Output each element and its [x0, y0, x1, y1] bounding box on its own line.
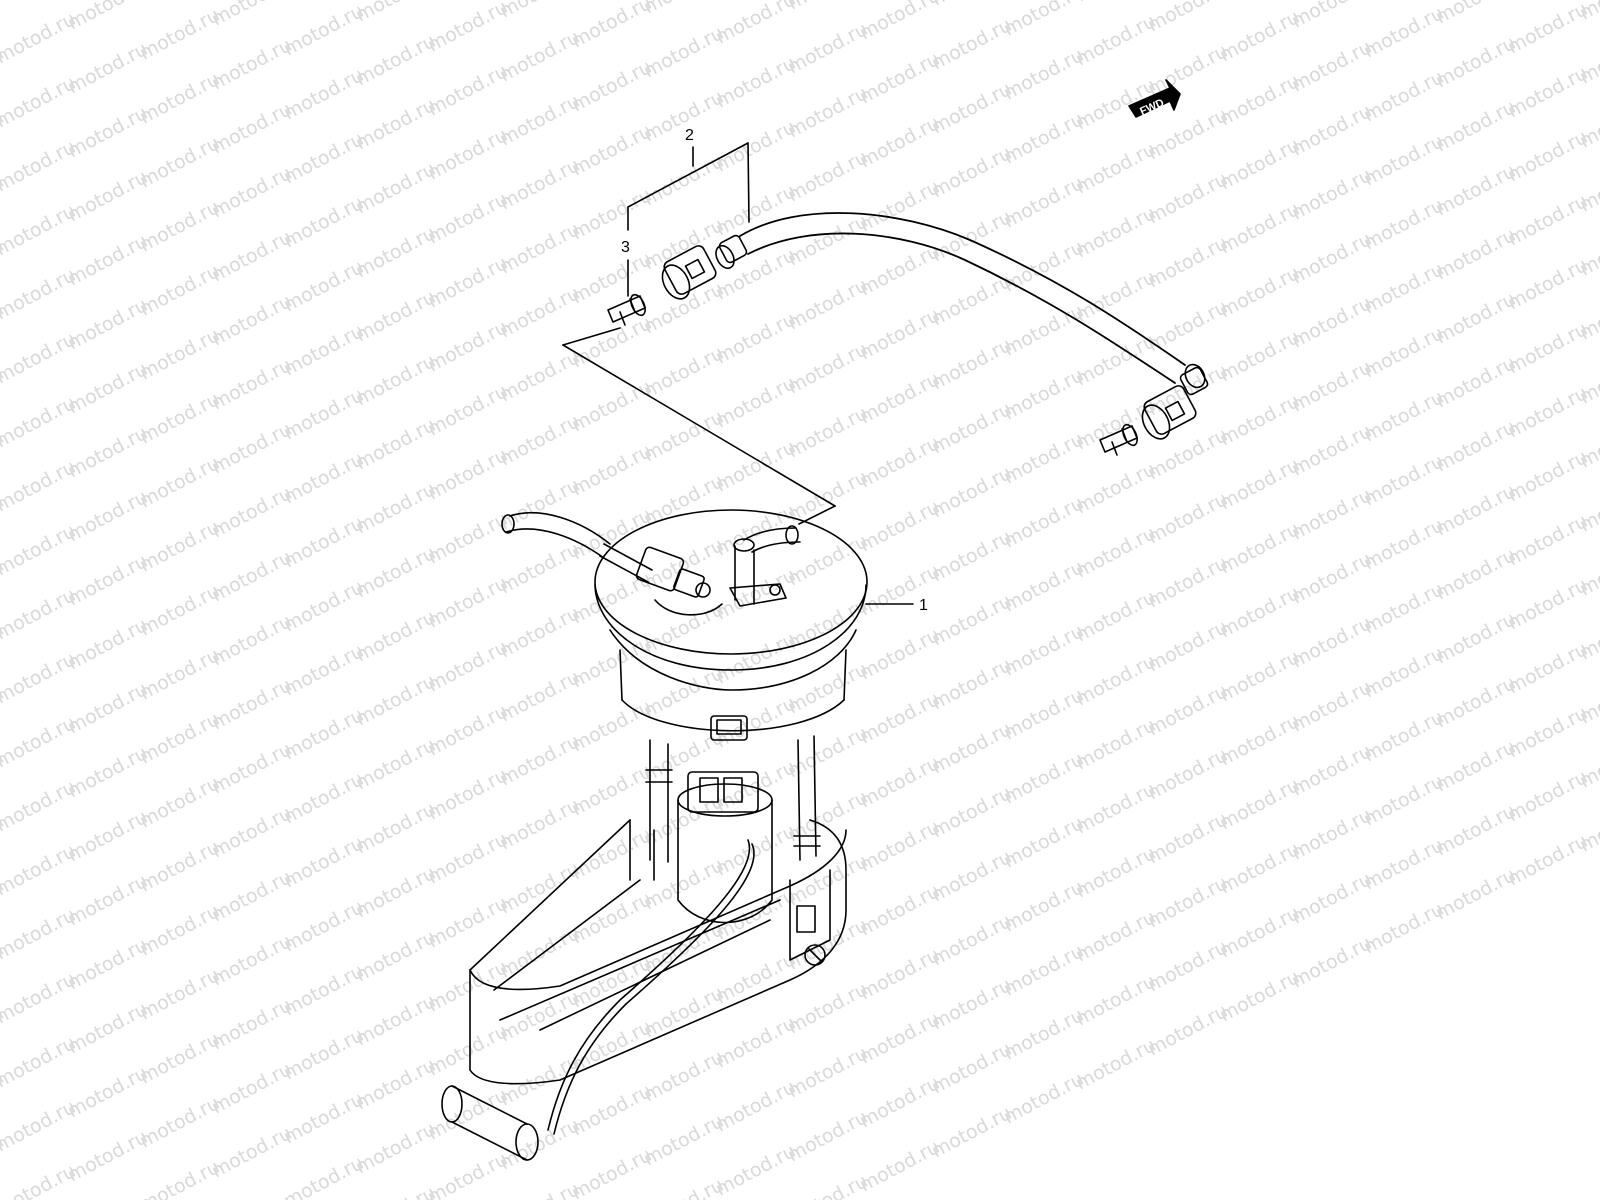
- fuel-pump-assembly: [441, 509, 868, 1161]
- callout-3-label: 3: [621, 239, 630, 256]
- assembly-guide-lines: [562, 327, 836, 525]
- callout-2-leader: [627, 142, 750, 231]
- callout-1-label: 1: [919, 597, 928, 614]
- fuel-level-float: [441, 1085, 539, 1161]
- callout-2-label: 2: [685, 127, 694, 144]
- hose-clamp-left: [607, 293, 646, 326]
- hose-clamp-right: [1099, 423, 1138, 456]
- forward-arrow-icon: FWD: [1128, 79, 1181, 118]
- fuel-hose: [661, 212, 1209, 440]
